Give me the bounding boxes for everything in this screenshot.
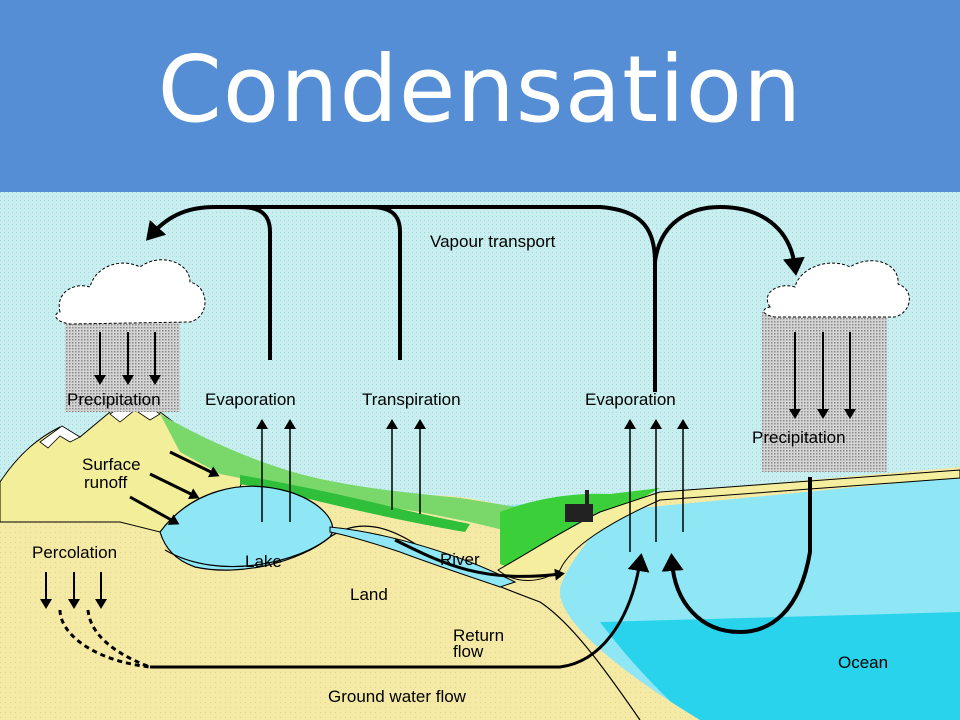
label-lake: Lake bbox=[245, 552, 282, 571]
label-precipitation-right: Precipitation bbox=[752, 428, 846, 447]
vapour-to-right-cloud-arrow bbox=[653, 204, 805, 276]
river bbox=[329, 526, 517, 588]
label-return-flow-1: Return bbox=[453, 626, 504, 645]
label-evaporation-left: Evaporation bbox=[205, 390, 296, 409]
vapour-transport-arrow bbox=[145, 205, 657, 392]
label-return-flow-2: flow bbox=[453, 642, 484, 661]
label-ground-water-flow: Ground water flow bbox=[328, 687, 467, 706]
label-ocean: Ocean bbox=[838, 653, 888, 672]
label-percolation: Percolation bbox=[32, 543, 117, 562]
deep-ocean bbox=[600, 612, 960, 720]
river-flow-arrow bbox=[394, 538, 565, 581]
label-surface-runoff-2: runoff bbox=[84, 473, 127, 492]
label-river: River bbox=[440, 550, 480, 569]
label-vapour-transport: Vapour transport bbox=[430, 232, 556, 251]
evaporation-rise-line bbox=[239, 205, 272, 360]
left-rain-cloud bbox=[55, 259, 206, 412]
factory-chimney bbox=[585, 490, 589, 504]
right-rain-cloud bbox=[762, 260, 910, 472]
slide-title: Condensation bbox=[157, 36, 803, 143]
beach bbox=[497, 469, 960, 581]
factory bbox=[565, 504, 593, 522]
label-transpiration: Transpiration bbox=[362, 390, 461, 409]
water-cycle-diagram: Vapour transport Precipitation Evaporati… bbox=[0, 192, 960, 720]
label-land: Land bbox=[350, 585, 388, 604]
mountain-snow-left bbox=[39, 425, 81, 449]
forest-strip bbox=[240, 475, 470, 532]
transpiration-rise-line bbox=[369, 205, 402, 360]
groundwater-dashed-2 bbox=[86, 609, 151, 669]
label-surface-runoff-1: Surface bbox=[82, 455, 141, 474]
ocean-return-arrow bbox=[661, 477, 812, 635]
title-bar: Condensation bbox=[0, 0, 960, 192]
runoff-arrow-3 bbox=[129, 495, 180, 525]
ground-water-flow-arrow bbox=[150, 553, 650, 669]
runoff-arrow-2 bbox=[149, 472, 200, 500]
runoff-arrow-1 bbox=[169, 450, 220, 478]
label-evaporation-right: Evaporation bbox=[585, 390, 676, 409]
label-precipitation-left: Precipitation bbox=[67, 390, 161, 409]
